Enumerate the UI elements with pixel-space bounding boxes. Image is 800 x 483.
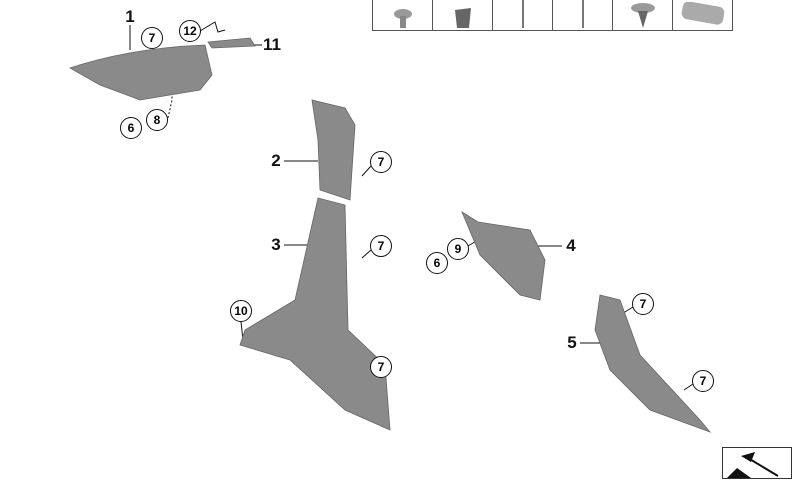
- clip-nut-icon: [433, 0, 493, 30]
- callout-9: 9: [447, 238, 469, 260]
- callout-11: 11: [263, 35, 281, 54]
- callout-6: 6: [426, 252, 448, 274]
- callout-1: 1: [125, 7, 135, 26]
- callout-10: 10: [230, 300, 252, 322]
- push-rivet-icon: [613, 0, 673, 30]
- part-5: [594, 294, 712, 433]
- airbag-badge-icon: [673, 0, 732, 30]
- screw-icon: [373, 0, 433, 30]
- fastener-table: [372, 0, 733, 31]
- navigate-back-button[interactable]: [722, 447, 792, 479]
- callout-6: 6: [120, 117, 142, 139]
- part-2: [311, 99, 356, 201]
- part-4: [461, 210, 546, 301]
- part-3: [239, 197, 391, 431]
- callout-4: 4: [566, 236, 576, 255]
- callout-7: 7: [632, 293, 654, 315]
- callout-7: 7: [141, 27, 163, 49]
- arrow-up-left-icon: [727, 452, 779, 478]
- pin-icon: [493, 0, 553, 30]
- part-11: [207, 37, 256, 49]
- pin-icon: [553, 0, 613, 30]
- callout-12: 12: [179, 20, 201, 42]
- callout-8: 8: [146, 109, 168, 131]
- callout-3: 3: [271, 235, 281, 254]
- callout-7: 7: [370, 356, 392, 378]
- callout-7: 7: [370, 151, 392, 173]
- parts-diagram: [69, 21, 712, 433]
- part-1: [69, 44, 213, 101]
- callout-2: 2: [271, 151, 281, 170]
- callout-7: 7: [692, 370, 714, 392]
- callout-7: 7: [370, 235, 392, 257]
- callout-5: 5: [567, 333, 577, 352]
